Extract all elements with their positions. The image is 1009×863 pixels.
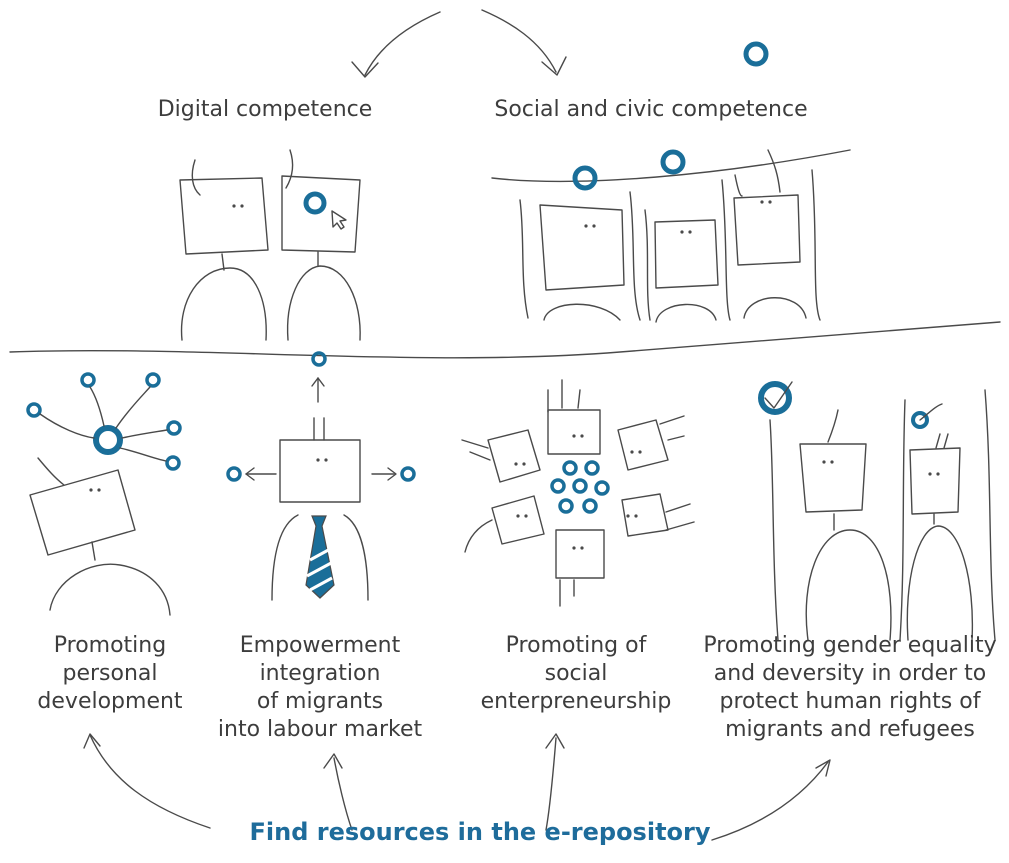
social-civic-figures: [491, 149, 851, 323]
social-ring-icon-2: [660, 149, 686, 175]
find-resources-link[interactable]: Find resources in the e-repository: [249, 818, 711, 846]
label-social-civic-competence: Social and civic competence: [494, 97, 808, 122]
social-ring-icon-1: [572, 165, 598, 191]
label-gender-equality: Promoting gender equality and deversity …: [703, 633, 997, 742]
top-swoosh-arrows: [351, 9, 567, 78]
gender-equality-figure: [758, 381, 996, 641]
label-empowerment: Empowerment integration of migrants into…: [217, 633, 423, 742]
enterprise-ring-cluster: [550, 460, 610, 514]
label-personal-development: Promoting personal development: [37, 633, 183, 714]
personal-development-figure: [26, 372, 182, 616]
screen-ring-icon: [303, 191, 327, 215]
social-enterprise-figure: [461, 379, 695, 607]
digital-competence-figures: [179, 149, 361, 341]
cursor-icon: [331, 210, 347, 230]
checkmark-icon: [764, 381, 793, 409]
bottom-arrows: [83, 733, 831, 841]
label-digital-competence: Digital competence: [157, 97, 373, 122]
empowerment-figure: [226, 351, 416, 601]
divider-line: [9, 321, 1001, 359]
ring-icon: [743, 41, 769, 67]
label-social-enterprise: Promoting of social enterpreneurship: [480, 633, 672, 714]
